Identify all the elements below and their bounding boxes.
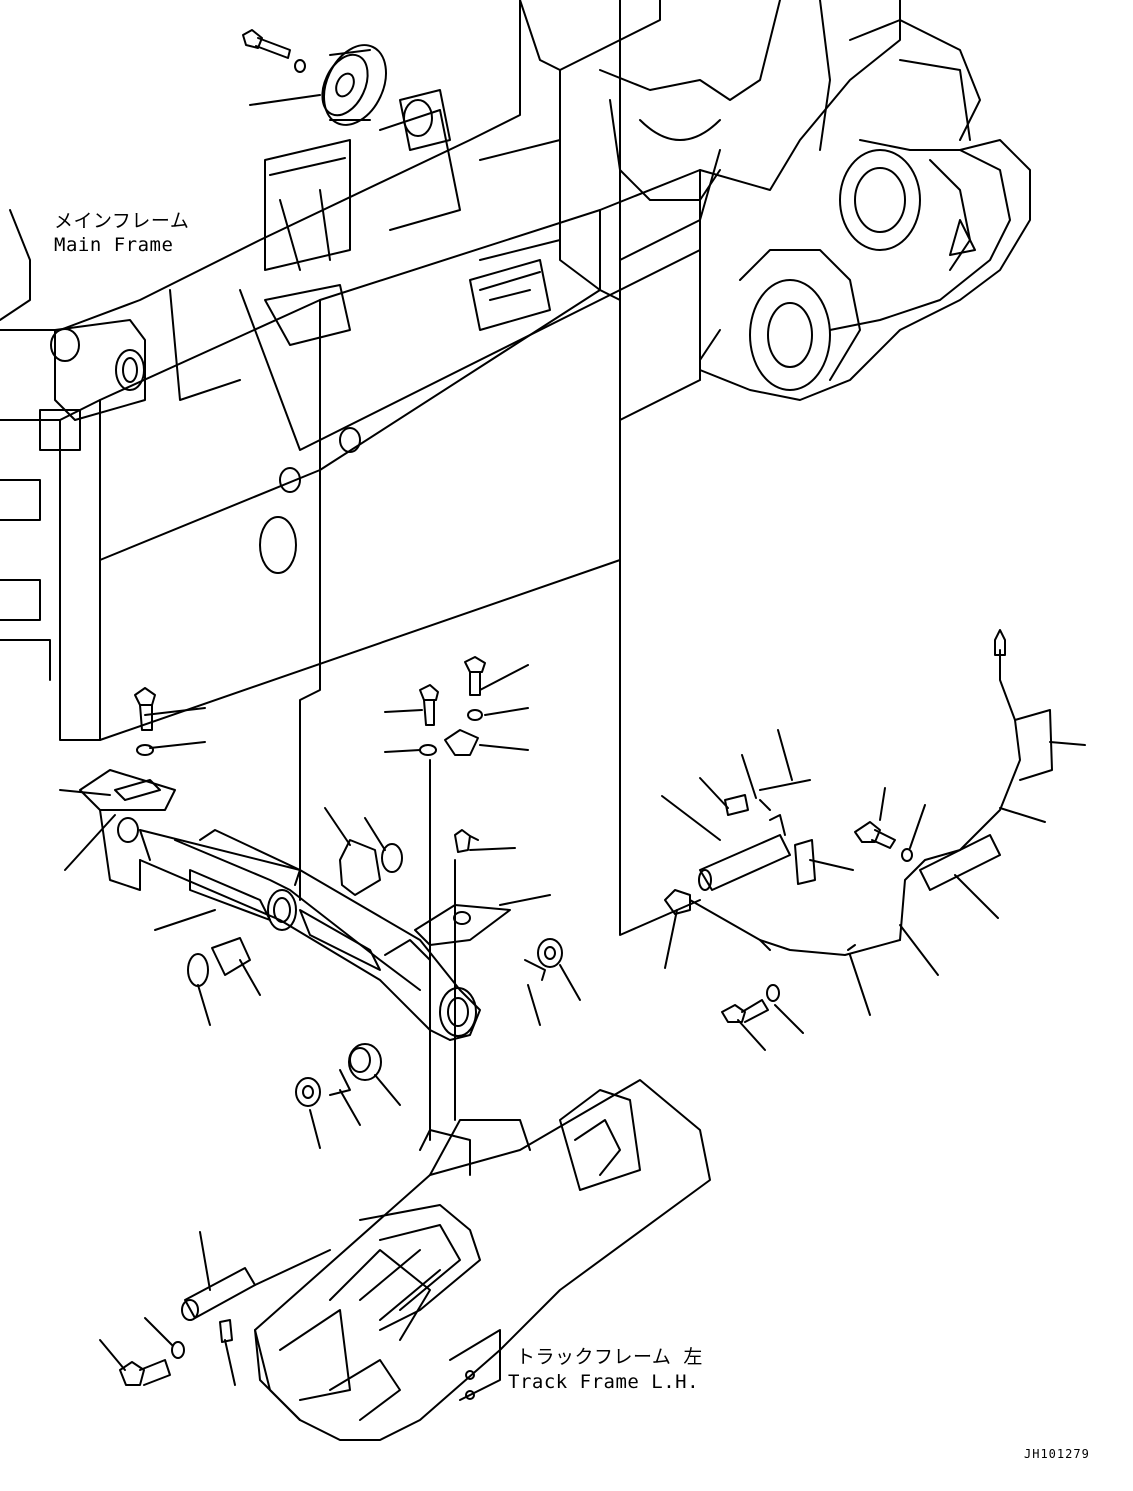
main-frame-label-jp: メインフレーム (54, 210, 190, 232)
bar-leader-lines (59, 664, 581, 1149)
track-frame-label-en: Track Frame L.H. (508, 1371, 700, 1393)
track-pin (99, 1231, 331, 1386)
track-frame-label-jp: トラックフレーム 左 (516, 1346, 703, 1368)
main-frame-label-en: Main Frame (54, 234, 174, 256)
figure-id: JH101279 (1024, 1447, 1090, 1461)
sensor-assembly (619, 0, 1053, 1023)
track-frame (254, 1079, 711, 1441)
top-bolt (242, 29, 306, 73)
main-frame (0, 0, 1031, 901)
coupling-disk (321, 44, 433, 137)
leader-line (249, 94, 321, 106)
bushings (187, 839, 563, 1107)
equalizer-bar (79, 769, 481, 1041)
right-leader-lines (661, 729, 1086, 1051)
bar-bolts (134, 656, 511, 1141)
